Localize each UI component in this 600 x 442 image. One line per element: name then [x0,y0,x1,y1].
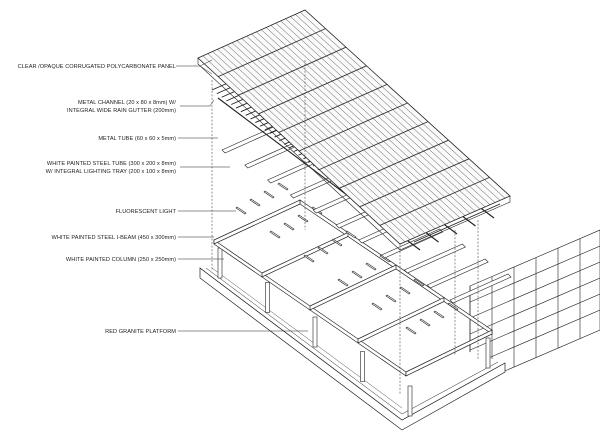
fluorescent-light [277,182,289,191]
fluorescent-light [413,278,425,287]
metal-channel [413,203,501,243]
wall-course-line [469,261,600,319]
fluorescent-light [303,254,315,263]
fluorescent-light [235,206,247,215]
fluorescent-light [371,302,383,311]
label-fluorescent-light: FLUORESCENT LIGHT [116,209,177,215]
label-steel-tube-line1: WHITE PAINTED STEEL TUBE (300 x 200 x 8m… [47,161,176,167]
fluorescent-light [351,270,363,279]
red-granite-platform [199,267,506,431]
wall-course-line [469,277,600,335]
roof-panel-seam [218,28,326,78]
column-group [217,247,491,417]
i-beam-cross [213,199,301,245]
fluorescent-light [283,222,295,231]
column [407,385,413,417]
adjacent-building-wall [469,229,600,387]
roof-panel-seam [278,83,388,133]
fluorescent-light [345,230,357,239]
wall-course-line [469,293,600,351]
fluorescent-light [297,214,309,223]
column [265,282,270,313]
steel-tube [449,273,512,304]
label-column: WHITE PAINTED COLUMN (250 x 250mm) [66,257,176,263]
fluorescent-light [337,278,349,287]
leader-lines [176,59,308,332]
roof-panel-seam [319,121,429,171]
fluorescent-light-group [235,182,459,335]
fluorescent-light [365,262,377,271]
roof-panel-seam [298,102,408,152]
polycarbonate-roof-panel [197,9,511,251]
fluorescent-light [331,238,343,247]
label-roof-panel: CLEAR /OPAQUE CORRUGATED POLYCARBONATE P… [18,64,176,70]
fluorescent-light [385,294,397,303]
roof-panel-seam [359,158,470,208]
roof-panel-seam [258,65,367,115]
label-platform: RED GRANITE PLATFORM [105,329,176,335]
column [485,337,491,369]
steel-tube [403,243,466,274]
wall-course-line [469,309,600,367]
fluorescent-light [399,286,411,295]
label-i-beam: WHITE PAINTED STEEL I-BEAM (450 x 300mm) [52,235,177,241]
label-metal-channel-line1: METAL CHANNEL (20 x 80 x 8mm) W/ [78,100,176,106]
fluorescent-light [447,302,459,311]
wall-course-line [469,245,600,303]
fluorescent-light [433,310,445,319]
roof-panel-seam [379,176,490,226]
fluorescent-light [249,198,261,207]
i-beam-cross [309,264,397,311]
fluorescent-light [379,254,391,263]
label-steel-tube-line2: W/ INTEGRAL LIGHTING TRAY (200 x 100 x 8… [46,169,176,175]
column [360,351,365,382]
roof-panel-seam [238,46,347,96]
fluorescent-light [269,230,281,239]
assembly-guide-lines [211,60,479,395]
i-beam-cross [357,296,445,344]
column [312,316,318,348]
i-beam-cross [405,329,493,377]
fluorescent-light [405,326,417,335]
callout-labels: CLEAR /OPAQUE CORRUGATED POLYCARBONATE P… [18,64,177,335]
fluorescent-light [419,318,431,327]
fluorescent-light [317,246,329,255]
fluorescent-light [263,190,275,199]
column [217,247,223,279]
roof-panel-seam [339,139,449,189]
label-metal-channel-line2: INTEGRAL WIDE RAIN GUTTER (200mm) [67,108,176,114]
label-metal-tube: METAL TUBE (60 x 60 x 5mm) [98,136,176,142]
steel-tube [426,258,489,289]
